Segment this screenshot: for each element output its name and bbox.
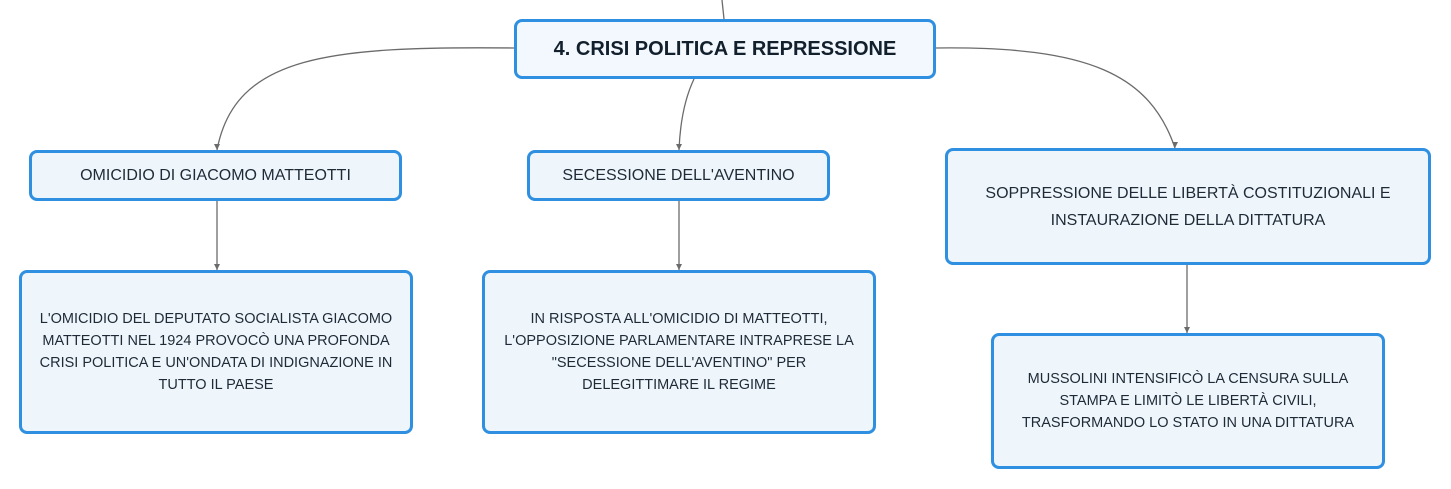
arrowhead-soppressione — [1172, 142, 1178, 148]
arrowhead-detail-3 — [1184, 327, 1190, 333]
arrowhead-omicidio — [214, 144, 220, 150]
topic-label: SECESSIONE DELL'AVENTINO — [562, 167, 795, 184]
detail-text: L'OMICIDIO DEL DEPUTATO SOCIALISTA GIACO… — [39, 311, 393, 393]
arrowhead-detail-2 — [676, 264, 682, 270]
topic-node-secessione-aventino[interactable]: SECESSIONE DELL'AVENTINO — [527, 150, 830, 201]
detail-text: MUSSOLINI INTENSIFICÒ LA CENSURA SULLA S… — [1021, 371, 1355, 431]
root-topic-title: 4. CRISI POLITICA E REPRESSIONE — [553, 37, 897, 60]
topic-label: SOPPRESSIONE DELLE LIBERTÀ COSTITUZIONAL… — [985, 184, 1391, 229]
arrowhead-secessione — [676, 144, 682, 150]
topic-node-soppressione-liberta[interactable]: SOPPRESSIONE DELLE LIBERTÀ COSTITUZIONAL… — [945, 148, 1431, 265]
arrowhead-detail-1 — [214, 264, 220, 270]
connector-root-to-omicidio — [216, 47, 515, 151]
topic-node-omicidio-matteotti[interactable]: OMICIDIO DI GIACOMO MATTEOTTI — [29, 150, 402, 201]
detail-text: IN RISPOSTA ALL'OMICIDIO DI MATTEOTTI, L… — [504, 311, 854, 393]
topic-label: OMICIDIO DI GIACOMO MATTEOTTI — [80, 167, 351, 184]
root-topic-node[interactable]: 4. CRISI POLITICA E REPRESSIONE — [514, 19, 936, 79]
connector-root-to-secessione — [678, 78, 695, 151]
detail-node-dittatura[interactable]: MUSSOLINI INTENSIFICÒ LA CENSURA SULLA S… — [991, 333, 1385, 469]
detail-node-omicidio[interactable]: L'OMICIDIO DEL DEPUTATO SOCIALISTA GIACO… — [19, 270, 413, 434]
connector-parent-to-root — [721, 0, 725, 20]
detail-node-aventino[interactable]: IN RISPOSTA ALL'OMICIDIO DI MATTEOTTI, L… — [482, 270, 876, 434]
connector-root-to-soppressione — [935, 47, 1176, 149]
